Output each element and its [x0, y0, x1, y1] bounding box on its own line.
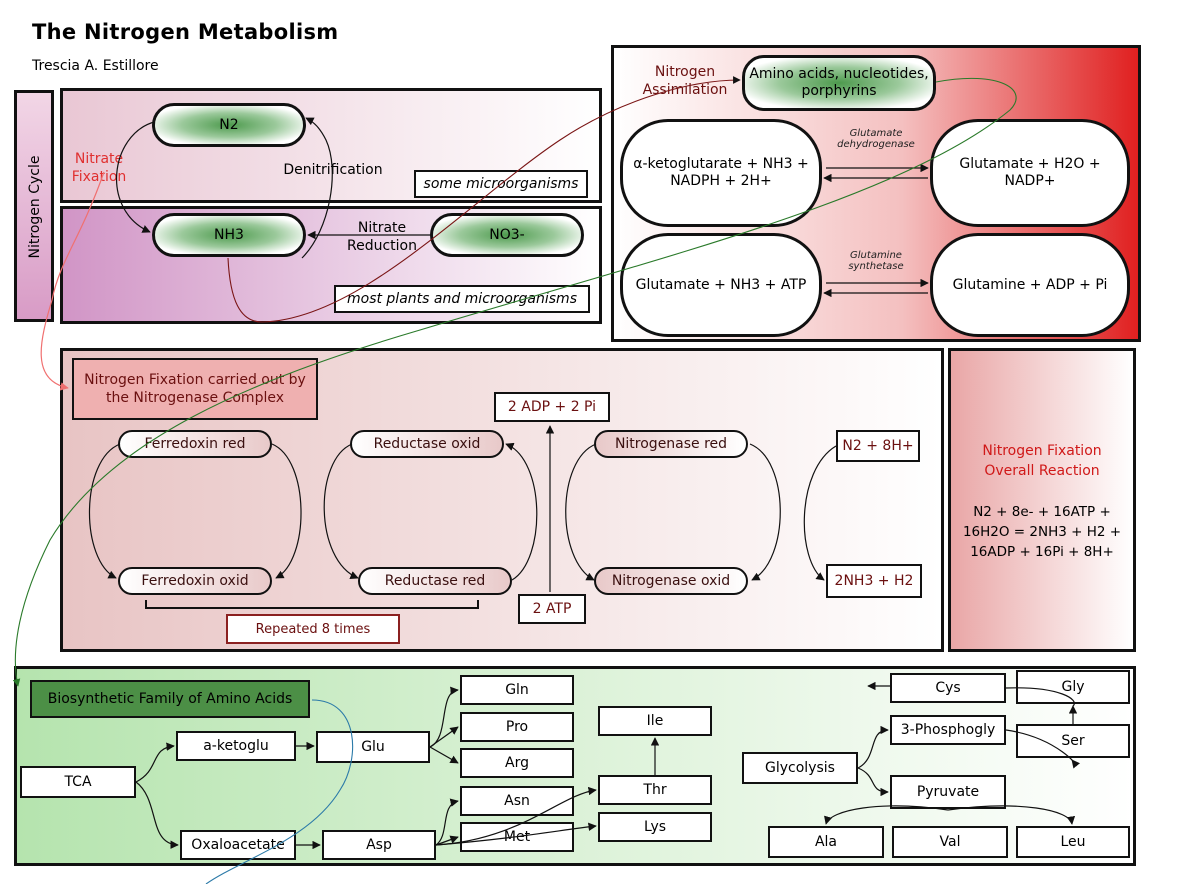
glycolysis-box: Glycolysis [742, 752, 858, 784]
glu-box: Glu [316, 731, 430, 763]
pro-box: Pro [460, 712, 574, 742]
asp-box: Asp [322, 830, 436, 860]
nitrate-fixation-arrow [116, 121, 155, 233]
arg-box: Arg [460, 748, 574, 778]
gly-box: Gly [1016, 670, 1130, 704]
overall-reaction-heading: Nitrogen Fixation Overall Reaction [982, 443, 1102, 479]
pyruvate-box: Pyruvate [890, 775, 1006, 809]
cys-box: Cys [890, 673, 1006, 703]
denitrification-arrow [301, 117, 333, 259]
ferredoxin-red-node: Ferredoxin red [118, 430, 272, 458]
asn-box: Asn [460, 786, 574, 816]
most-plants-box: most plants and microorganisms [334, 285, 590, 313]
overall-reaction-equation: N2 + 8e- + 16ATP + 16H2O = 2NH3 + H2 + 1… [962, 504, 1122, 560]
repeated-8-times-box: Repeated 8 times [226, 614, 400, 644]
page-title: The Nitrogen Metabolism [32, 20, 339, 44]
nitrogenase-oxid-node: Nitrogenase oxid [594, 567, 748, 595]
nitrogenase-complex-heading: Nitrogen Fixation carried out by the Nit… [72, 358, 318, 420]
atp-box: 2 ATP [518, 594, 586, 624]
adp-pi-box: 2 ADP + 2 Pi [494, 392, 610, 422]
ala-box: Ala [768, 826, 884, 858]
3-phosphogly-box: 3-Phosphogly [890, 715, 1006, 745]
author-name: Trescia A. Estillore [32, 58, 159, 74]
glutamate-dehydrogenase-label: Glutamate dehydrogenase [837, 128, 915, 150]
n2-node: N2 [152, 103, 306, 147]
lys-box: Lys [598, 812, 712, 842]
nh3-to-assimilation-curve [227, 76, 741, 323]
overall-reaction-panel [948, 348, 1136, 652]
amino-heading-curve [205, 699, 354, 884]
alpha-ketoglutarate-node: α-ketoglutarate + NH3 + NADPH + 2H+ [620, 119, 822, 227]
nh3-node: NH3 [152, 213, 306, 257]
ile-box: Ile [598, 706, 712, 736]
biosynthetic-family-heading: Biosynthetic Family of Amino Acids [30, 680, 310, 718]
fixation-link-curve [40, 171, 105, 391]
glutamate-h2o-node: Glutamate + H2O + NADP+ [930, 119, 1130, 227]
nitrogen-assimilation-label: Nitrogen Assimilation [642, 64, 728, 98]
amino-acids-products-node: Amino acids, nucleotides, porphyrins [742, 55, 936, 111]
a-ketoglu-box: a-ketoglu [176, 731, 296, 761]
glutamate-nh3-atp-node: Glutamate + NH3 + ATP [620, 233, 822, 337]
nitrate-fixation-label: Nitrate Fixation [71, 151, 127, 185]
glutamine-synthetase-label: Glutamine synthetase [848, 250, 904, 272]
val-box: Val [892, 826, 1008, 858]
tca-box: TCA [20, 766, 136, 798]
reductase-oxid-node: Reductase oxid [350, 430, 504, 458]
nitrate-reduction-label: Nitrate Reduction [347, 220, 417, 254]
n2-8h-box: N2 + 8H+ [836, 430, 920, 462]
leu-box: Leu [1016, 826, 1130, 858]
reductase-red-node: Reductase red [358, 567, 512, 595]
ferredoxin-oxid-node: Ferredoxin oxid [118, 567, 272, 595]
gln-box: Gln [460, 675, 574, 705]
thr-box: Thr [598, 775, 712, 805]
nitrogen-cycle-side-label-box [14, 90, 54, 322]
ser-box: Ser [1016, 724, 1130, 758]
denitrification-label: Denitrification [283, 162, 383, 178]
nitrogenase-red-node: Nitrogenase red [594, 430, 748, 458]
glutamine-adp-node: Glutamine + ADP + Pi [930, 233, 1130, 337]
assimilation-to-amino-curve [12, 77, 1017, 687]
2nh3-h2-box: 2NH3 + H2 [826, 564, 922, 598]
